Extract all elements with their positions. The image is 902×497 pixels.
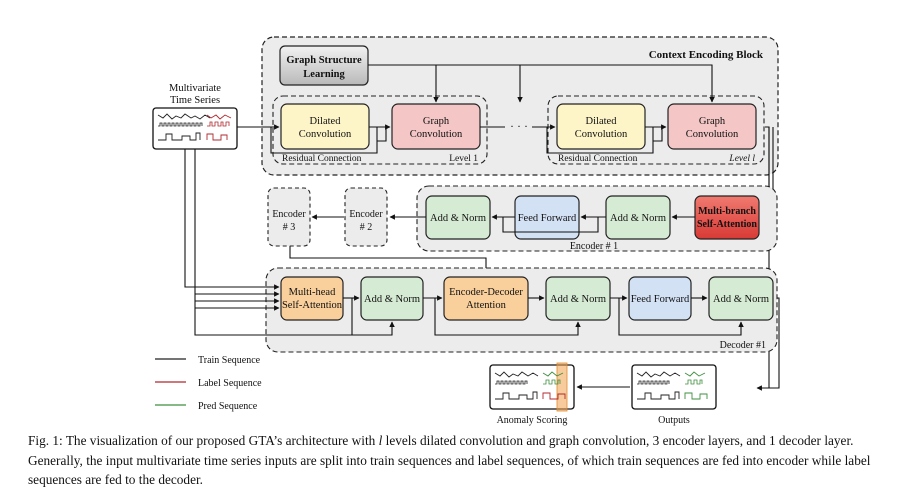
anomaly-scoring-panel xyxy=(489,362,575,412)
caption-part-1: Fig. 1: The visualization of our propose… xyxy=(28,433,379,448)
add-norm-dec-b-label: Add & Norm xyxy=(550,294,606,305)
multi-branch-line1: Multi-branch xyxy=(698,206,756,217)
add-norm-dec-a-label: Add & Norm xyxy=(364,294,420,305)
encoder-2-line1: Encoder xyxy=(349,209,383,220)
encoder-3-box xyxy=(267,187,311,247)
encoder-2-line2: # 2 xyxy=(360,222,373,233)
encoder-1-label: Encoder # 1 xyxy=(570,241,618,252)
graph-conv-l-line2: Convolution xyxy=(686,129,739,140)
residual-connection-label-l: Residual Connection xyxy=(558,154,638,164)
graph-conv-l-line1: Graph xyxy=(699,116,726,127)
level-l-group xyxy=(547,95,765,165)
graph-conv-1-line1: Graph xyxy=(423,116,450,127)
outputs-panel xyxy=(631,364,717,410)
add-norm-box-dec-c xyxy=(708,276,774,321)
legend-label-label: Label Sequence xyxy=(198,378,262,389)
graph-convolution-box-l xyxy=(667,103,757,150)
encoder-decoder-attention-box xyxy=(443,276,529,321)
enc-dec-line1: Encoder-Decoder xyxy=(449,287,523,298)
add-norm-enc-b-label: Add & Norm xyxy=(610,213,666,224)
graph-structure-learning-label: Graph Structure xyxy=(286,55,362,66)
level-l-label: Level l xyxy=(728,154,755,164)
multi-branch-self-attention-box xyxy=(694,195,760,240)
input-title-line2: Time Series xyxy=(170,95,220,106)
graph-structure-learning-label-2: Learning xyxy=(303,69,345,80)
enc-dec-line2: Attention xyxy=(466,300,506,311)
multi-branch-line2: Self-Attention xyxy=(697,219,757,230)
caption-variable: l xyxy=(378,433,383,448)
context-encoding-block xyxy=(261,36,779,176)
feed-forward-dec-label: Feed Forward xyxy=(631,294,690,305)
caption-part-2: levels dilated convolution and graph con… xyxy=(28,433,871,487)
outputs-label: Outputs xyxy=(658,415,690,426)
encoder-3-line1: Encoder xyxy=(272,209,306,220)
graph-conv-1-line2: Convolution xyxy=(410,129,463,140)
level-1-group xyxy=(272,95,488,165)
multi-head-line2: Self-Attention xyxy=(282,300,343,311)
add-norm-enc-a-label: Add & Norm xyxy=(430,213,486,224)
dilated-conv-l-line2: Convolution xyxy=(575,129,628,140)
dilated-conv-1-line2: Convolution xyxy=(299,129,352,140)
dilated-conv-1-line1: Dilated xyxy=(310,116,342,127)
multi-head-line1: Multi-head xyxy=(289,287,336,298)
input-title-line1: Multivariate xyxy=(169,83,221,94)
anomaly-scoring-label: Anomaly Scoring xyxy=(497,415,568,426)
legend-pred-label: Pred Sequence xyxy=(198,401,258,412)
decoder-1-label: Decoder #1 xyxy=(720,340,766,351)
encoder-3-line2: # 3 xyxy=(283,222,296,233)
encoder-2-box xyxy=(344,187,388,247)
add-norm-dec-c-label: Add & Norm xyxy=(713,294,769,305)
multi-head-self-attention-box xyxy=(280,276,344,321)
dilated-conv-l-line1: Dilated xyxy=(586,116,618,127)
feed-forward-enc-label: Feed Forward xyxy=(518,213,577,224)
encoder-1-group xyxy=(416,185,778,252)
level-1-label: Level 1 xyxy=(449,154,478,164)
context-block-title: Context Encoding Block xyxy=(649,49,764,61)
architecture-diagram: Context Encoding Block Graph Structure L… xyxy=(152,36,780,426)
levels-ellipsis: · · · xyxy=(510,119,528,133)
residual-connection-label-1: Residual Connection xyxy=(282,154,362,164)
input-time-series-panel xyxy=(152,107,238,150)
legend-train-label: Train Sequence xyxy=(198,355,261,366)
figure-caption: Fig. 1: The visualization of our propose… xyxy=(28,431,888,490)
